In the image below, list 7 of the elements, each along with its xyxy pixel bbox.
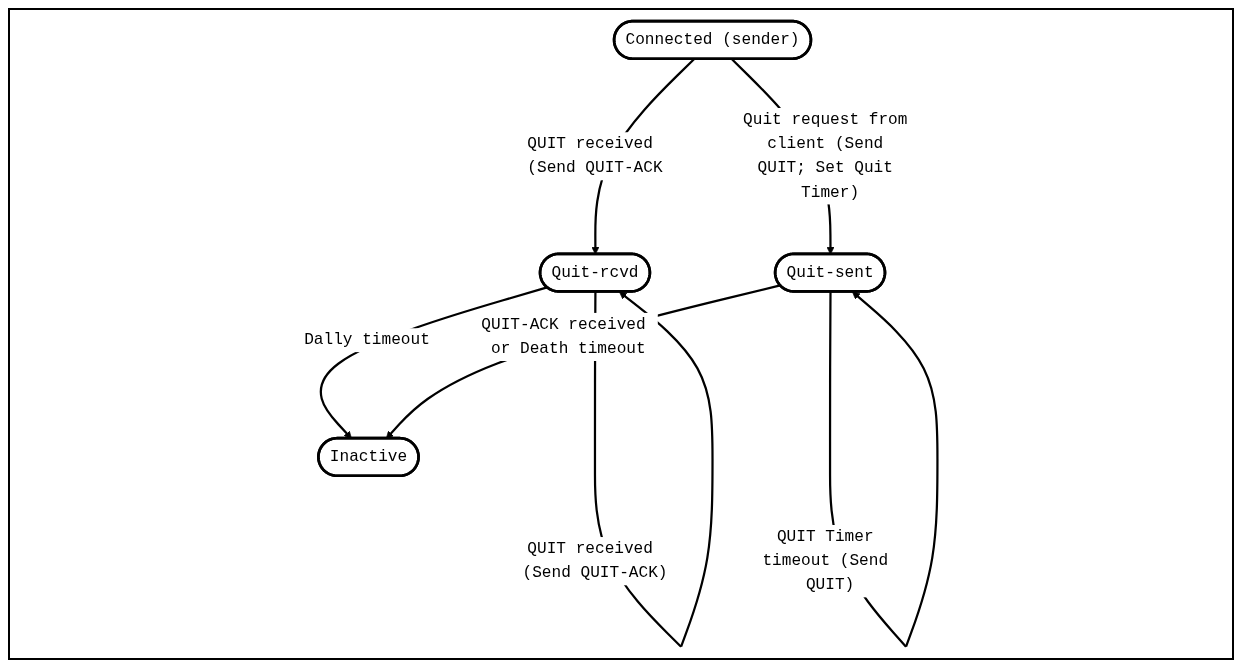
arrow (386, 284, 781, 439)
edge-label: Quit request from client (Send QUIT; Set Quit Timer) (743, 110, 908, 202)
edge-label: QUIT-ACK received or Death timeout (481, 315, 646, 358)
edge-label: QUIT Timer timeout (Send QUIT) (762, 527, 889, 594)
edge-label: Dally timeout (304, 330, 431, 349)
edge-label: QUIT received (Send QUIT-ACK (527, 134, 663, 177)
edge-label: QUIT received (Send QUIT-ACK) (522, 539, 668, 582)
